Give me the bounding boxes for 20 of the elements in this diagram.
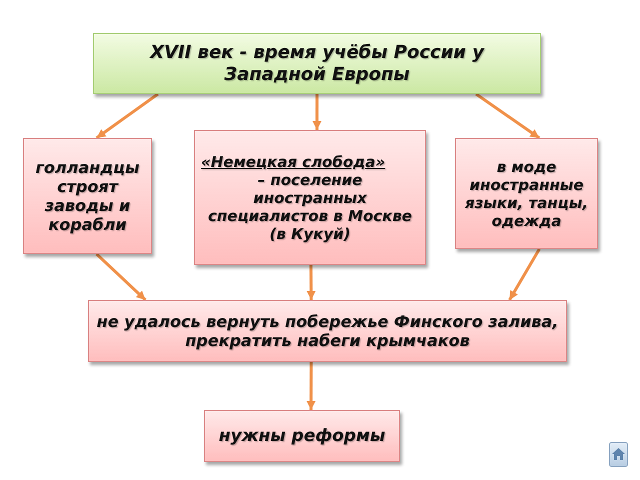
box-text: в моде иностранные языки, танцы, одежда bbox=[464, 158, 590, 230]
arrow bbox=[508, 248, 541, 301]
info-box bbox=[204, 410, 400, 462]
title-box bbox=[93, 33, 541, 94]
arrow bbox=[96, 92, 159, 140]
title-text: XVII век - время учёбы России у Западной Европы bbox=[148, 42, 486, 86]
info-box bbox=[455, 138, 598, 249]
heading-text: «Немецкая слобода» bbox=[201, 152, 386, 170]
arrow bbox=[96, 252, 146, 302]
box-text: – поселение иностранных специалистов в Москве (в Кукуй) bbox=[207, 170, 413, 242]
arrow bbox=[306, 362, 316, 410]
arrow bbox=[306, 264, 316, 300]
arrow bbox=[312, 94, 322, 130]
arrow bbox=[475, 92, 540, 140]
info-box bbox=[88, 300, 567, 362]
box-text: нужны реформы bbox=[218, 426, 386, 446]
info-box bbox=[23, 138, 152, 254]
info-box bbox=[194, 130, 426, 265]
box-text: голландцы строят заводы и корабли bbox=[34, 158, 140, 234]
box-text: не удалось вернуть побережье Финского залива, прекратить набеги крымчаков bbox=[96, 312, 560, 350]
